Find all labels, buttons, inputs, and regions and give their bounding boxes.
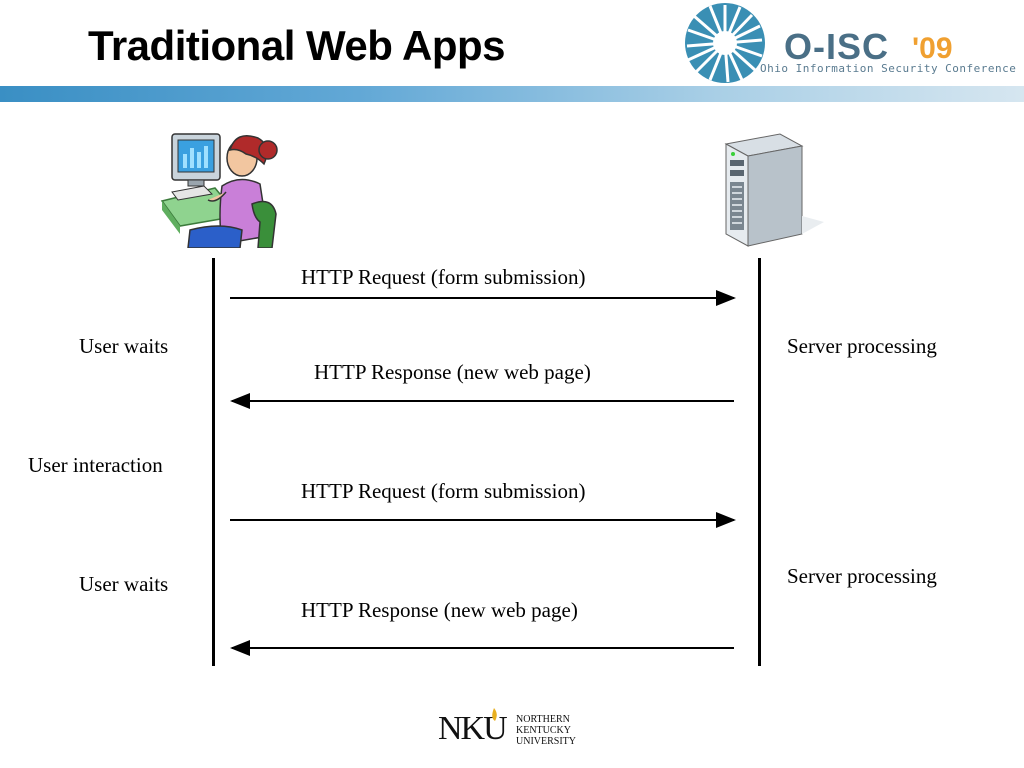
oisc-name: O-ISC <box>784 26 890 67</box>
slide-title: Traditional Web Apps <box>88 22 506 69</box>
server-lifeline <box>758 258 761 666</box>
server-tower-icon <box>724 133 824 247</box>
nku-line: NORTHERN <box>516 714 570 725</box>
server-note: Server processing <box>787 334 937 358</box>
client-note: User waits <box>79 334 169 358</box>
oisc-logo: O-ISC '09 Ohio Information Security Conf… <box>680 0 1024 86</box>
message-label: HTTP Response (new web page) <box>301 598 578 622</box>
oisc-year: '09 <box>912 32 953 65</box>
message-label: HTTP Response (new web page) <box>314 360 591 384</box>
flame-icon <box>492 708 497 721</box>
oisc-starburst-icon <box>685 3 765 83</box>
header-bar <box>0 86 1024 102</box>
message-label: HTTP Request (form submission) <box>301 479 586 503</box>
nku-university-name: NORTHERN KENTUCKY UNIVERSITY <box>516 714 576 747</box>
nku-line: KENTUCKY <box>516 725 571 736</box>
client-note: User interaction <box>28 453 163 477</box>
client-note: User waits <box>79 572 169 596</box>
oisc-subtitle: Ohio Information Security Conference <box>760 62 1017 75</box>
woman-at-computer-icon <box>160 133 278 248</box>
server-note: Server processing <box>787 564 937 588</box>
client-lifeline <box>212 258 215 666</box>
nku-line: UNIVERSITY <box>516 736 576 747</box>
message-label: HTTP Request (form submission) <box>301 265 586 289</box>
